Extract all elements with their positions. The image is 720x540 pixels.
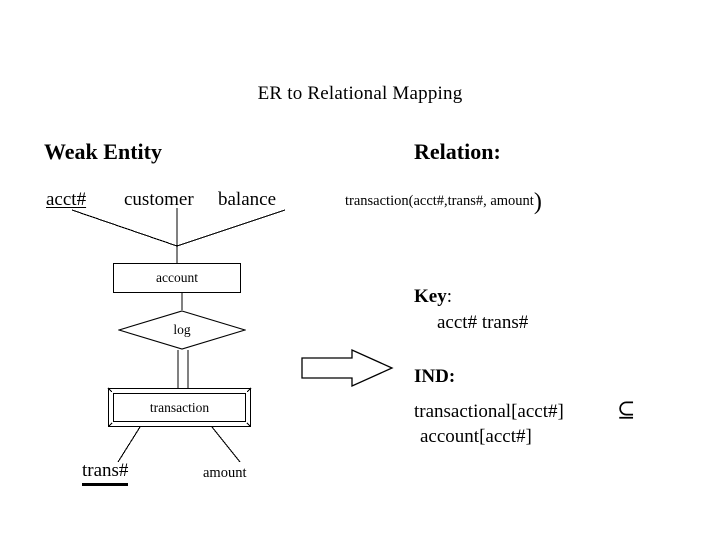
- attribute-acct-number: acct#: [46, 189, 87, 210]
- key-value: acct# trans#: [437, 312, 529, 333]
- ind-right-side: account[acct#]: [420, 426, 532, 447]
- relation-schema-close-paren: ): [533, 189, 542, 215]
- key-heading-label: Key: [414, 286, 447, 307]
- entity-label-account: account: [156, 270, 198, 285]
- attribute-amount: amount: [203, 465, 247, 481]
- partial-key-underline: [82, 483, 129, 486]
- attribute-customer: customer: [124, 189, 194, 210]
- key-heading: Key:: [414, 285, 452, 309]
- entity-box-account: account: [113, 263, 241, 293]
- connector-transaction-to-trans: [117, 426, 141, 463]
- block-arrow-right-icon: [301, 348, 394, 388]
- key-heading-colon: :: [446, 286, 452, 307]
- page-title: ER to Relational Mapping: [257, 83, 463, 104]
- connector-balance-to-account: [176, 209, 286, 247]
- attribute-trans-number-label: trans#: [82, 460, 129, 481]
- relationship-diamond-log: log: [117, 310, 247, 350]
- attribute-trans-number: trans#: [82, 459, 129, 486]
- relation-schema-body: transaction(acct#,trans#, amount: [345, 193, 534, 209]
- connector-transaction-to-amount: [211, 426, 241, 463]
- weak-entity-inner-rect: transaction: [113, 393, 246, 422]
- diamond-shape-icon: [117, 310, 247, 350]
- left-column-heading: Weak Entity: [44, 139, 162, 164]
- ind-left-side: transactional[acct#]: [414, 401, 564, 422]
- connector-acct-to-account: [71, 209, 178, 247]
- weak-entity-box-transaction: transaction: [108, 388, 251, 427]
- relation-schema-text: transaction(acct#,trans#, amount): [345, 189, 542, 215]
- right-column-heading: Relation:: [414, 139, 501, 164]
- ind-heading: IND:: [414, 366, 456, 387]
- attribute-balance: balance: [218, 189, 277, 210]
- entity-label-transaction: transaction: [149, 399, 210, 415]
- subset-symbol-icon: ⊆: [617, 397, 636, 422]
